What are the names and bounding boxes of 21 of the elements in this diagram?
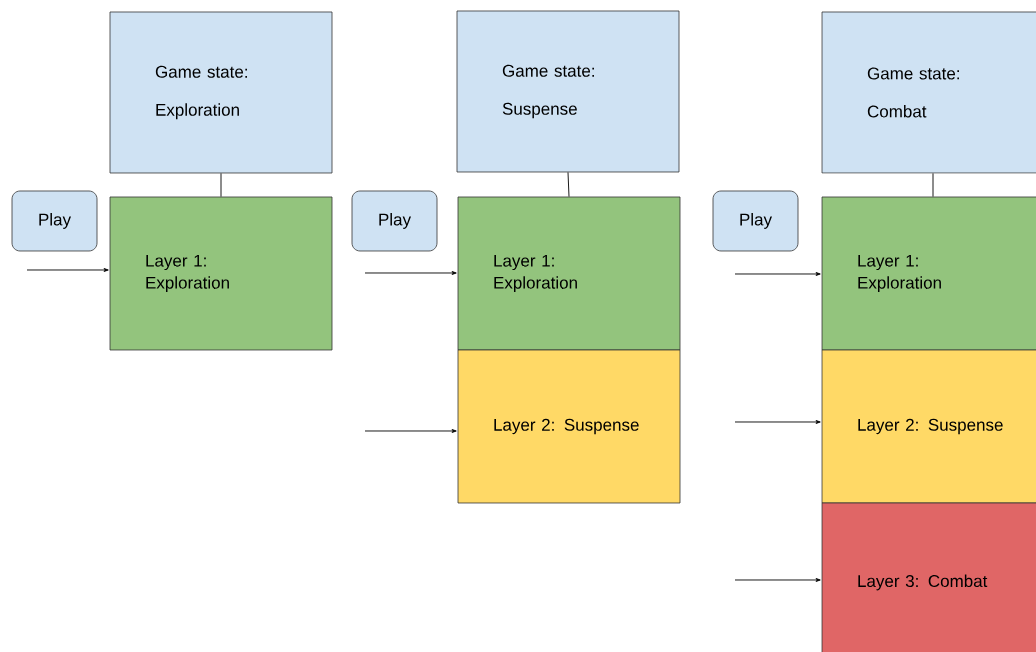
connector-line — [567, 171, 570, 198]
play-box: Play — [351, 190, 438, 252]
layer-box: Layer 1: Exploration — [821, 196, 1036, 351]
arrow — [364, 429, 457, 433]
arrow — [364, 271, 457, 275]
connector-line — [932, 172, 934, 198]
arrow — [734, 578, 821, 582]
layer-box: Layer 2: Suspense — [457, 349, 681, 504]
connector-line — [220, 172, 222, 198]
play-box: Play — [11, 190, 98, 252]
state-box: Game state: Suspense — [456, 10, 680, 173]
arrow — [26, 268, 109, 272]
state-box: Game state: Exploration — [109, 11, 333, 174]
state-box: Game state: Combat — [821, 11, 1036, 174]
layer-box: Layer 1: Exploration — [457, 196, 681, 351]
layer-box: Layer 3: Combat — [821, 502, 1036, 652]
play-box: Play — [712, 190, 799, 252]
arrow — [734, 272, 821, 276]
layer-box: Layer 2: Suspense — [821, 349, 1036, 504]
arrow — [734, 420, 821, 424]
layer-box: Layer 1: Exploration — [109, 196, 333, 351]
